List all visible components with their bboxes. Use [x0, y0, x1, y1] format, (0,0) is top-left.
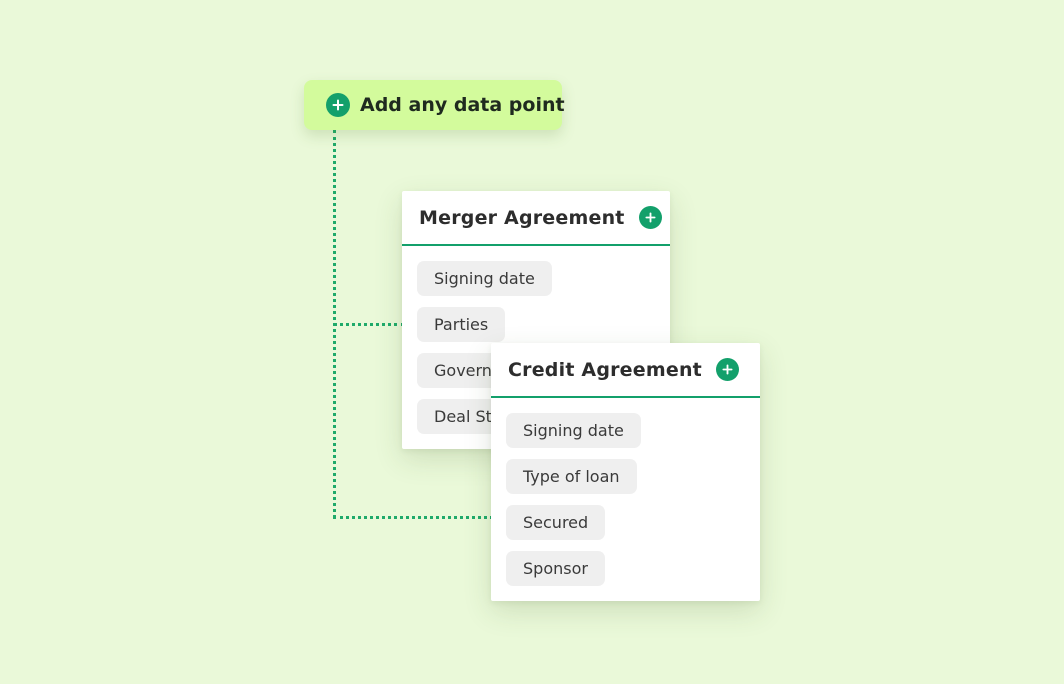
plus-circle-icon[interactable]	[638, 206, 662, 229]
connector-to-credit	[333, 516, 493, 519]
data-point-chip[interactable]: Sponsor	[506, 551, 605, 586]
plus-circle-icon[interactable]	[715, 358, 739, 381]
connector-vertical	[333, 130, 336, 518]
data-point-chip[interactable]: Parties	[417, 307, 506, 342]
connector-to-merger	[333, 323, 405, 326]
data-point-chip[interactable]: Secured	[506, 505, 606, 540]
credit-agreement-card: Credit Agreement Signing date Type of lo…	[491, 343, 760, 601]
data-point-chip[interactable]: Signing date	[417, 261, 552, 296]
data-point-chip[interactable]: Signing date	[506, 413, 641, 448]
plus-circle-icon	[326, 93, 350, 117]
card-title: Merger Agreement	[419, 206, 625, 229]
card-header: Merger Agreement	[402, 191, 670, 246]
add-data-point-label: Add any data point	[360, 94, 565, 116]
card-body: Signing date Type of loan Secured Sponso…	[491, 398, 760, 597]
data-point-chip[interactable]: Type of loan	[506, 459, 637, 494]
add-data-point-button[interactable]: Add any data point	[304, 80, 565, 130]
card-header: Credit Agreement	[491, 343, 760, 398]
card-title: Credit Agreement	[508, 358, 702, 381]
